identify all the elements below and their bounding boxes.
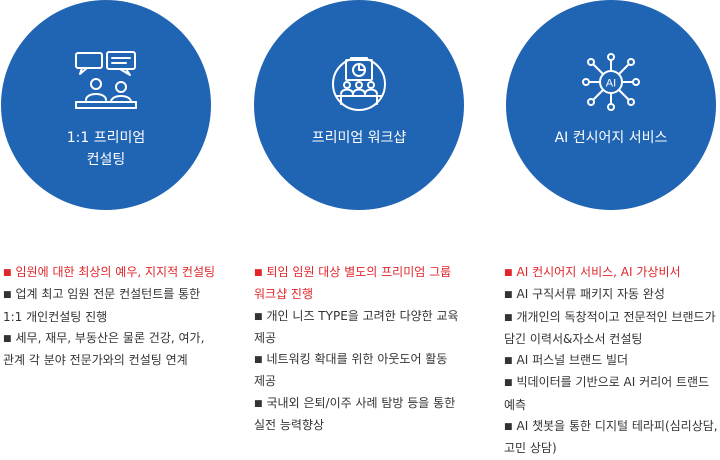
- service-column-ai-concierge: AI AI 컨시어지 서비스 ■AI 컨시어지 서비스, AI 가상비서 ■AI…: [504, 0, 720, 455]
- bullet-icon: ■: [504, 378, 513, 389]
- bullet-icon: ■: [3, 333, 12, 344]
- bullet-icon: ■: [254, 398, 263, 409]
- list-item: ■AI 챗봇을 통한 디지털 테라피(심리상담, 고민 상담): [504, 419, 718, 456]
- service-title: 1:1 프리미엄 컨설팅: [1, 127, 211, 171]
- bullet-icon: ■: [3, 290, 12, 301]
- service-title: 프리미엄 워크샵: [254, 127, 464, 149]
- bullet-icon: ■: [254, 355, 263, 366]
- list-item: ■개인 니즈 TYPE을 고려한 다양한 교육 제공: [254, 308, 459, 345]
- bullet-icon: ■: [504, 356, 513, 367]
- list-item: ■개개인의 독창적이고 전문적인 브랜드가 담긴 이력서&자소서 컨설팅: [504, 309, 716, 346]
- service-feature-list: ■퇴임 임원 대상 별도의 프리미엄 그룹 워크샵 진행 ■개인 니즈 TYPE…: [254, 262, 469, 436]
- service-circle-consulting[interactable]: 1:1 프리미엄 컨설팅: [1, 0, 211, 210]
- list-item: ■AI 구직서류 패키지 자동 완성: [504, 287, 665, 302]
- service-title-line1: AI 컨시어지 서비스: [554, 130, 668, 146]
- bullet-icon: ■: [504, 268, 513, 278]
- list-item: ■AI 퍼스널 브랜드 빌더: [504, 353, 629, 368]
- service-column-consulting: 1:1 프리미엄 컨설팅 ■임원에 대한 최상의 예우, 지지적 컨설팅 ■업계…: [1, 0, 219, 367]
- service-circle-ai-concierge[interactable]: AI AI 컨시어지 서비스: [506, 0, 716, 210]
- list-item: ■업계 최고 임원 전문 컨설턴트를 통한 1:1 개인컨설팅 진행: [3, 287, 201, 324]
- bullet-icon: ■: [254, 311, 263, 322]
- bullet-icon: ■: [504, 422, 513, 433]
- list-item: ■네트워킹 확대를 위한 아웃도어 활동 제공: [254, 352, 448, 389]
- svg-text:AI: AI: [606, 78, 616, 90]
- consulting-meeting-icon: [75, 51, 137, 109]
- list-item: ■빅데이터를 기반으로 AI 커리어 트랜드 예측: [504, 375, 710, 412]
- bullet-icon: ■: [254, 268, 263, 278]
- ai-network-icon: AI: [582, 53, 640, 111]
- service-title-line2: 컨설팅: [86, 152, 126, 168]
- service-title-line1: 1:1 프리미엄: [66, 130, 146, 146]
- list-item: ■국내외 은퇴/이주 사례 탐방 등을 통한 실전 능력향상: [254, 395, 456, 433]
- list-item: ■세무, 재무, 부동산은 물론 건강, 여가, 관계 각 분야 전문가와의 컨…: [3, 330, 205, 368]
- bullet-icon: ■: [504, 312, 513, 323]
- service-title: AI 컨시어지 서비스: [506, 127, 716, 149]
- service-circle-workshop[interactable]: 프리미엄 워크샵: [254, 0, 464, 210]
- list-item: ■AI 컨시어지 서비스, AI 가상비서: [504, 265, 681, 279]
- service-title-line1: 프리미엄 워크샵: [311, 130, 407, 146]
- list-item: ■퇴임 임원 대상 별도의 프리미엄 그룹 워크샵 진행: [254, 265, 452, 302]
- service-feature-list: ■임원에 대한 최상의 예우, 지지적 컨설팅 ■업계 최고 임원 전문 컨설턴…: [3, 262, 219, 371]
- list-item: ■임원에 대한 최상의 예우, 지지적 컨설팅: [3, 265, 216, 279]
- service-column-workshop: 프리미엄 워크샵 ■퇴임 임원 대상 별도의 프리미엄 그룹 워크샵 진행 ■개…: [254, 0, 470, 432]
- workshop-presentation-icon: [332, 57, 386, 111]
- bullet-icon: ■: [3, 268, 12, 278]
- service-feature-list: ■AI 컨시어지 서비스, AI 가상비서 ■AI 구직서류 패키지 자동 완성…: [504, 262, 718, 460]
- bullet-icon: ■: [504, 290, 513, 301]
